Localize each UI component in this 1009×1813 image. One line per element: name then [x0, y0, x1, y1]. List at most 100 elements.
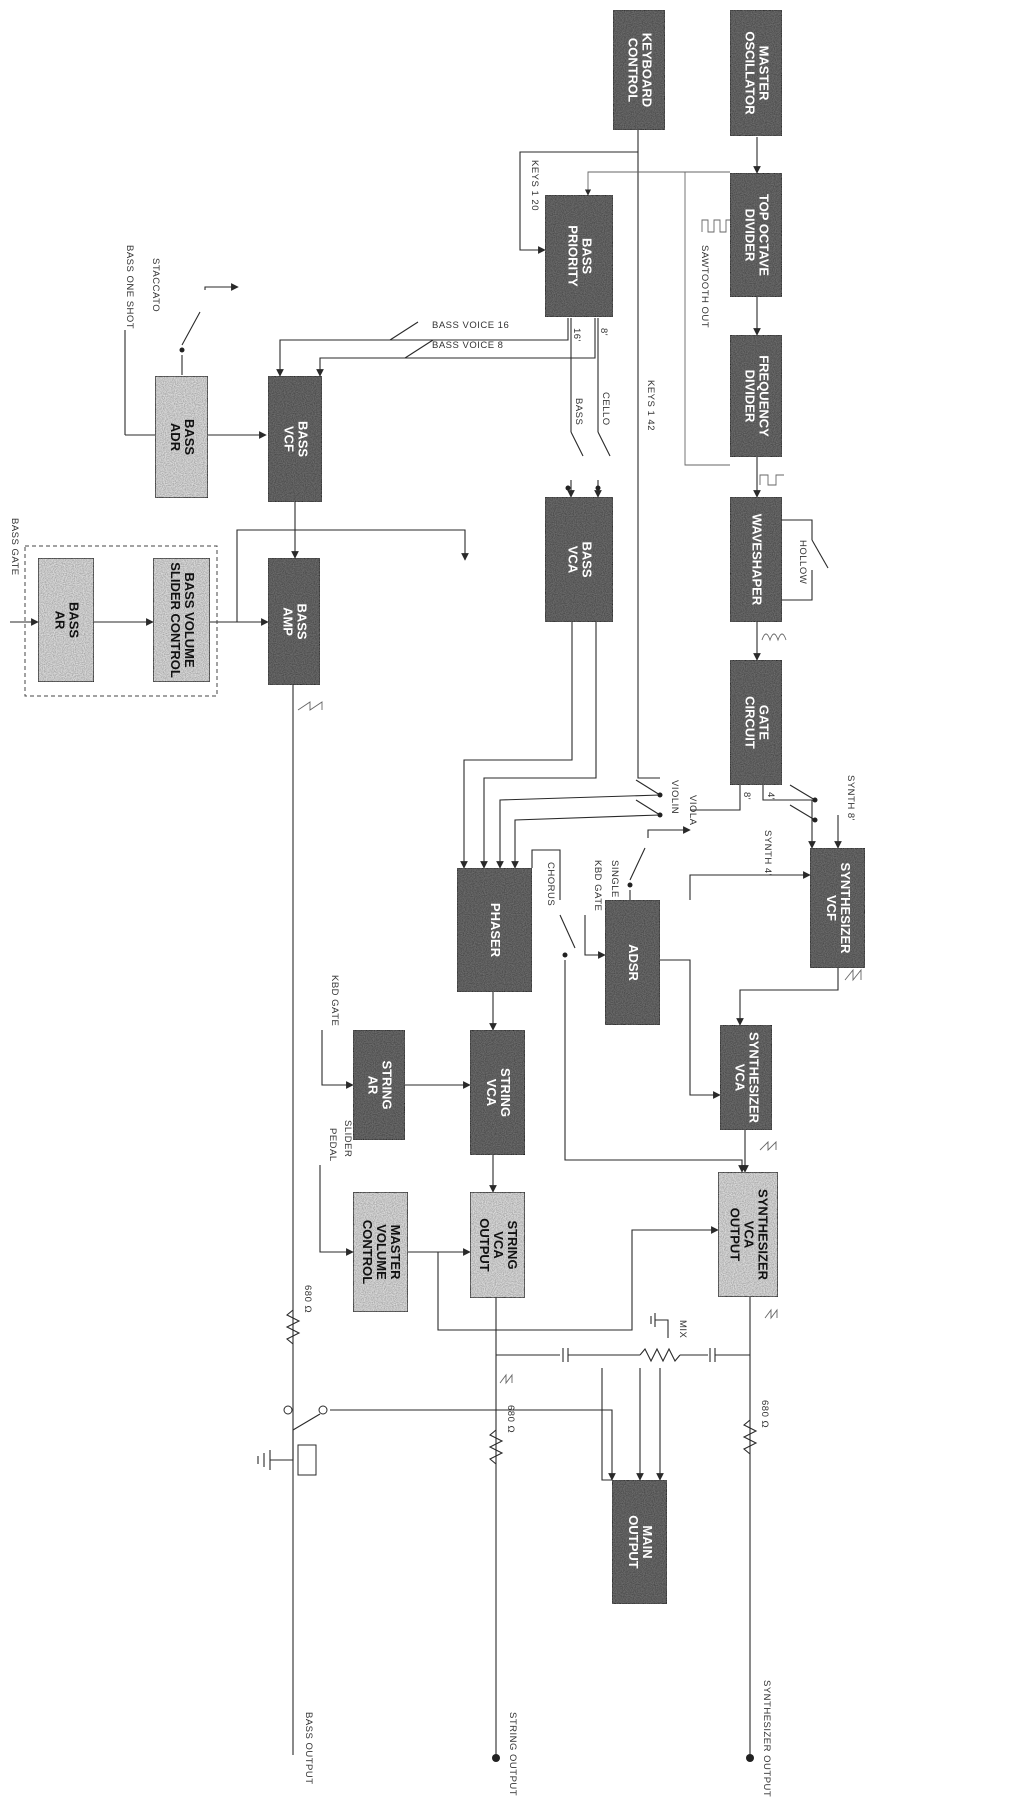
frequency-divider-label-0: FREQUENCY	[757, 355, 772, 437]
bass-ar-label-1: AR	[53, 611, 68, 630]
label-kbd-gate-adsr: KBD GATE	[592, 860, 603, 911]
label-cello: CELLO	[600, 392, 611, 426]
label-synth-8: SYNTH 8'	[845, 775, 856, 821]
master-oscillator-label-0: MASTER	[757, 46, 772, 102]
gate-circuit-box	[729, 659, 783, 786]
label-eight: 8'	[598, 328, 609, 336]
label-bass-output: BASS OUTPUT	[303, 1712, 314, 1785]
label-keys-1-20: KEYS 1 20	[529, 160, 540, 211]
label-kbd-gate-string: KBD GATE	[329, 975, 340, 1026]
string-vca-label-1: VCA	[484, 1079, 499, 1107]
string-vca-box	[469, 1029, 526, 1156]
block-adsr: ADSR	[604, 899, 661, 1026]
label-mix: MIX	[677, 1320, 688, 1339]
label-viola: VIOLA	[687, 795, 698, 826]
top-octave-divider-box	[729, 172, 783, 298]
bass-amp-label-1: AMP	[281, 607, 296, 636]
string-vca-output-label-2: OUTPUT	[477, 1218, 492, 1272]
bass-volume-slider-label-1: SLIDER CONTROL	[168, 562, 183, 678]
label-synthesizer-output: SYNTHESIZER OUTPUT	[761, 1680, 772, 1797]
gate-circuit-label-1: CIRCUIT	[743, 696, 758, 749]
top-octave-divider-label-1: DIVIDER	[743, 209, 758, 262]
string-vca-output-label-0: STRING	[505, 1220, 520, 1269]
bass-vcf-label-0: BASS	[296, 421, 311, 457]
label-sawtooth-out: SAWTOOTH OUT	[699, 245, 710, 328]
synthesizer-vca-output-label-0: SYNTHESIZER	[756, 1189, 771, 1281]
bass-ar-box	[37, 557, 95, 683]
bass-priority-label-1: PRIORITY	[566, 225, 581, 287]
label-single: SINGLE	[609, 860, 620, 898]
label-bass-one-shot: BASS ONE SHOT	[124, 245, 135, 329]
string-vca-label-0: STRING	[498, 1068, 513, 1117]
synthesizer-vca-output-box	[717, 1171, 779, 1298]
adsr-box	[604, 899, 661, 1026]
bass-priority-box	[544, 194, 614, 318]
label-violin: VIOLIN	[669, 780, 680, 814]
bass-vcf-label-1: VCF	[282, 426, 297, 452]
master-oscillator-box	[729, 9, 783, 137]
label-synth-4: SYNTH 4'	[762, 830, 773, 876]
bass-amp-label-0: BASS	[295, 603, 310, 639]
string-ar-box	[352, 1029, 406, 1141]
waveshaper-label-0: WAVESHAPER	[750, 514, 765, 606]
waveshaper-box	[729, 496, 783, 623]
label-slider: SLIDER	[342, 1120, 353, 1157]
synthesizer-vcf-label-1: VCF	[824, 895, 839, 921]
signal-wires	[10, 130, 862, 1762]
master-volume-control-label-0: MASTER	[388, 1225, 403, 1281]
main-output-box	[611, 1479, 668, 1605]
keyboard-control-box	[612, 9, 666, 131]
label-sixteen: 16'	[571, 328, 582, 342]
frequency-divider-box	[729, 334, 783, 458]
bass-vca-label-0: BASS	[580, 541, 595, 577]
bass-amp-box	[267, 557, 321, 686]
synthesizer-vca-label-0: SYNTHESIZER	[747, 1032, 762, 1124]
master-volume-control-label-2: CONTROL	[360, 1220, 375, 1284]
top-octave-divider-label-0: TOP OCTAVE	[757, 194, 772, 276]
synthesizer-vca-label-1: VCA	[733, 1064, 748, 1092]
synthesizer-vca-box	[719, 1024, 773, 1131]
label-bass: BASS	[573, 398, 584, 425]
block-phaser: PHASER	[456, 867, 533, 993]
string-ar-label-0: STRING	[380, 1060, 395, 1109]
label-680-string: 680 Ω	[505, 1405, 516, 1433]
synthesizer-vca-output-label-1: VCA	[742, 1221, 757, 1249]
synthesizer-vcf-label-0: SYNTHESIZER	[838, 862, 853, 954]
label-bass-voice-16: BASS VOICE 16	[432, 320, 509, 331]
label-chorus: CHORUS	[545, 862, 556, 906]
main-output-label-0: MAIN	[640, 1525, 655, 1558]
string-vca-output-label-1: VCA	[491, 1231, 506, 1259]
signal-labels: KEYS 1 20 KEYS 1 42 SAWTOOTH OUT BASS VO…	[9, 160, 856, 1797]
label-pedal: PEDAL	[327, 1128, 338, 1162]
synthesizer-vcf-box	[809, 847, 866, 969]
phaser-label-0: PHASER	[488, 903, 503, 958]
bass-vcf-box	[267, 375, 323, 503]
synthesizer-vca-output-label-2: OUTPUT	[728, 1208, 743, 1262]
master-volume-control-box	[352, 1191, 409, 1313]
gate-circuit-label-0: GATE	[757, 705, 772, 740]
string-vca-output-box	[469, 1191, 526, 1299]
string-ar-label-1: AR	[366, 1076, 381, 1095]
label-bass-gate: BASS GATE	[9, 518, 20, 576]
bass-priority-label-0: BASS	[580, 238, 595, 274]
label-staccato: STACCATO	[150, 258, 161, 312]
bass-adr-box	[154, 375, 209, 499]
bass-vca-box	[544, 496, 614, 623]
main-output-label-1: OUTPUT	[626, 1515, 641, 1569]
